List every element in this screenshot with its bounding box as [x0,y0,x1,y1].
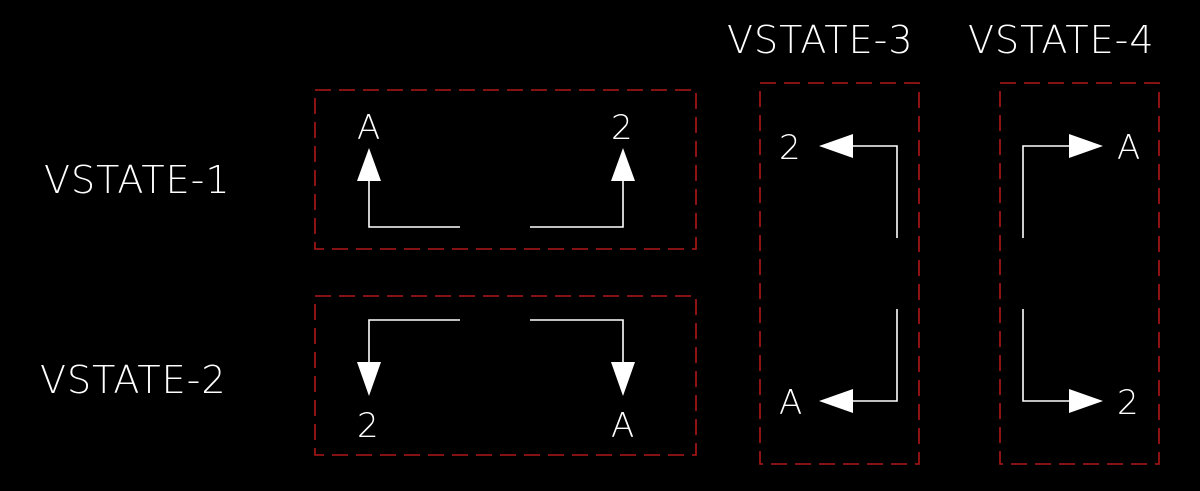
vstate-4-top-flow-line [1022,145,1071,238]
vstate-1-left-arrowhead [357,148,381,181]
vstate-1-block: A 2 [314,89,697,250]
vstate-2-right-arrowhead [611,362,635,396]
vstate-1-left-flow-line [368,176,460,228]
vstate-1-port-right: 2 [611,108,633,148]
vstate-3-label: VSTATE-3 [727,18,914,62]
vstate-4-bottom-flow-line [1022,309,1071,402]
vstate-3-bottom-flow-line [849,309,898,402]
vstate-4-label: VSTATE-4 [968,18,1155,62]
vstate-2-port-right: A [611,406,634,446]
vstate-3-block: 2 A [759,82,920,465]
vstate-3-port-bottom: A [779,383,802,423]
vstate-4-block: A 2 [999,82,1160,465]
vstate-2-right-flow-line [530,319,624,367]
vstate-1-port-left: A [357,108,380,148]
vstate-1-label: VSTATE-1 [44,158,231,202]
vstate-1-outline [314,89,697,250]
vstate-4-outline [999,82,1160,465]
vstate-3-outline [759,82,920,465]
vstate-3-top-flow-line [849,145,898,238]
vstate-2-left-flow-line [368,319,460,367]
vstate-2-outline [314,295,697,456]
vstate-3-port-top: 2 [779,128,801,168]
vstate-3-bottom-arrowhead [819,389,853,413]
vstate-4-bottom-arrowhead [1069,389,1103,413]
vstate-2-port-left: 2 [357,406,379,446]
vstate-1-right-arrowhead [611,148,635,181]
vstate-2-label: VSTATE-2 [40,358,227,402]
vstate-3-top-arrowhead [819,134,853,158]
vstate-1-right-flow-line [530,176,624,228]
vstate-4-port-bottom: 2 [1117,383,1139,423]
vstate-4-port-top: A [1117,128,1140,168]
vstate-4-top-arrowhead [1069,134,1103,158]
vstate-2-left-arrowhead [357,362,381,396]
vstate-2-block: 2 A [314,295,697,456]
